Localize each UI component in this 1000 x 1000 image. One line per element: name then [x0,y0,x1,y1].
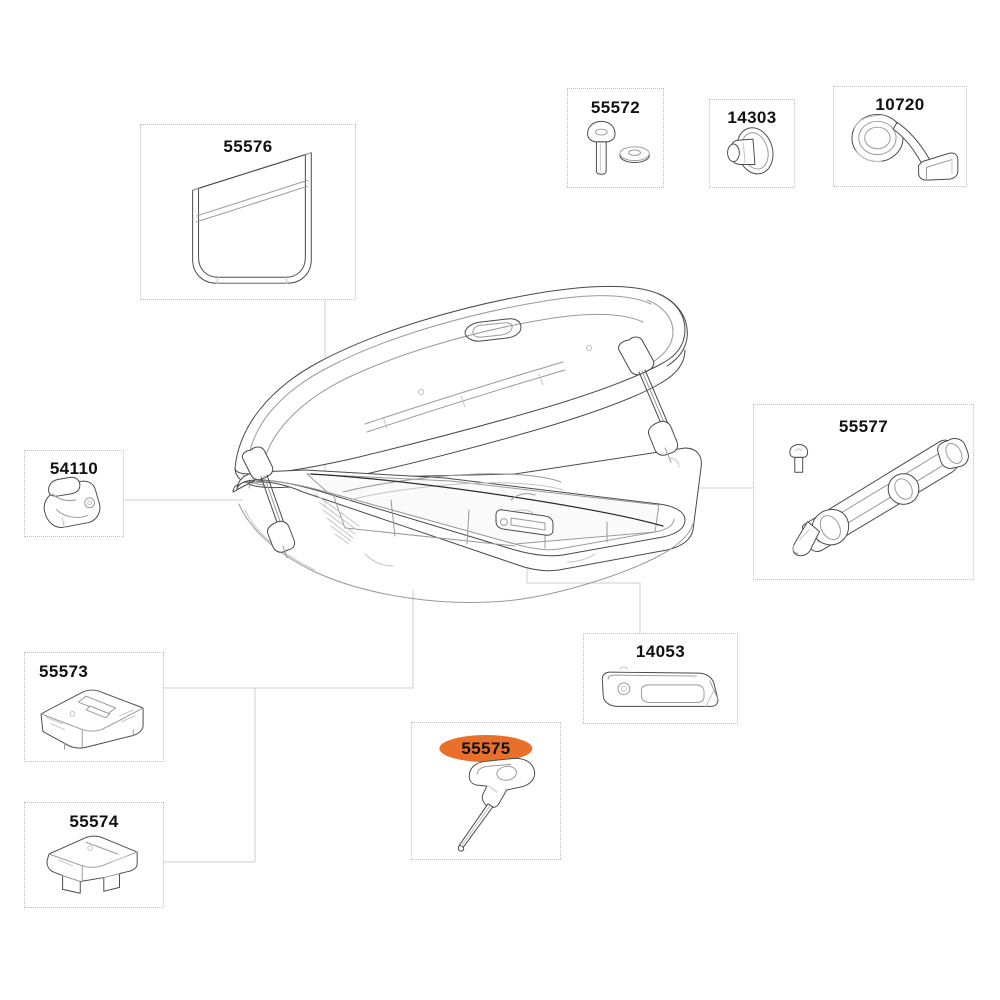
part-art-gas-strut-assembly [754,405,973,579]
part-label-55575: 55575 [439,735,533,762]
callout-14053[interactable]: 14053 [583,633,738,724]
part-art-storage-pocket [141,125,355,299]
part-art-t-handle-hex-key [412,723,560,859]
callout-55572[interactable]: 55572 [567,88,664,188]
part-label-14303: 14303 [727,108,777,127]
part-art-rubber-grommet [710,100,794,187]
callout-54110[interactable]: 54110 [24,450,124,537]
callout-55574[interactable]: 55574 [24,802,164,908]
part-label-10720: 10720 [875,95,925,114]
part-art-lock-cylinder [25,451,123,536]
callout-55577[interactable]: 55577 [753,404,974,580]
part-label-54110: 54110 [49,459,99,478]
part-label-55577: 55577 [838,417,889,436]
roof-cargo-box-illustration [215,278,715,608]
callout-55576[interactable]: 55576 [140,124,356,300]
part-label-55573: 55573 [39,662,89,681]
part-label-55574: 55574 [69,812,119,831]
part-art-strap-with-buckle [834,87,966,186]
callout-55575[interactable]: 55575 [411,722,561,860]
part-art-mounting-clamp-lower [25,803,163,907]
part-label-14053: 14053 [635,642,686,661]
callout-10720[interactable]: 10720 [833,86,967,187]
part-art-latch-handle-trim [584,634,737,723]
part-label-55572: 55572 [590,98,641,117]
callout-14303[interactable]: 14303 [709,99,795,188]
callout-55573[interactable]: 55573 [24,652,164,762]
part-label-55576: 55576 [223,137,273,156]
part-art-mounting-clamp-upper [25,653,163,761]
part-art-screw-and-washer [568,89,663,187]
